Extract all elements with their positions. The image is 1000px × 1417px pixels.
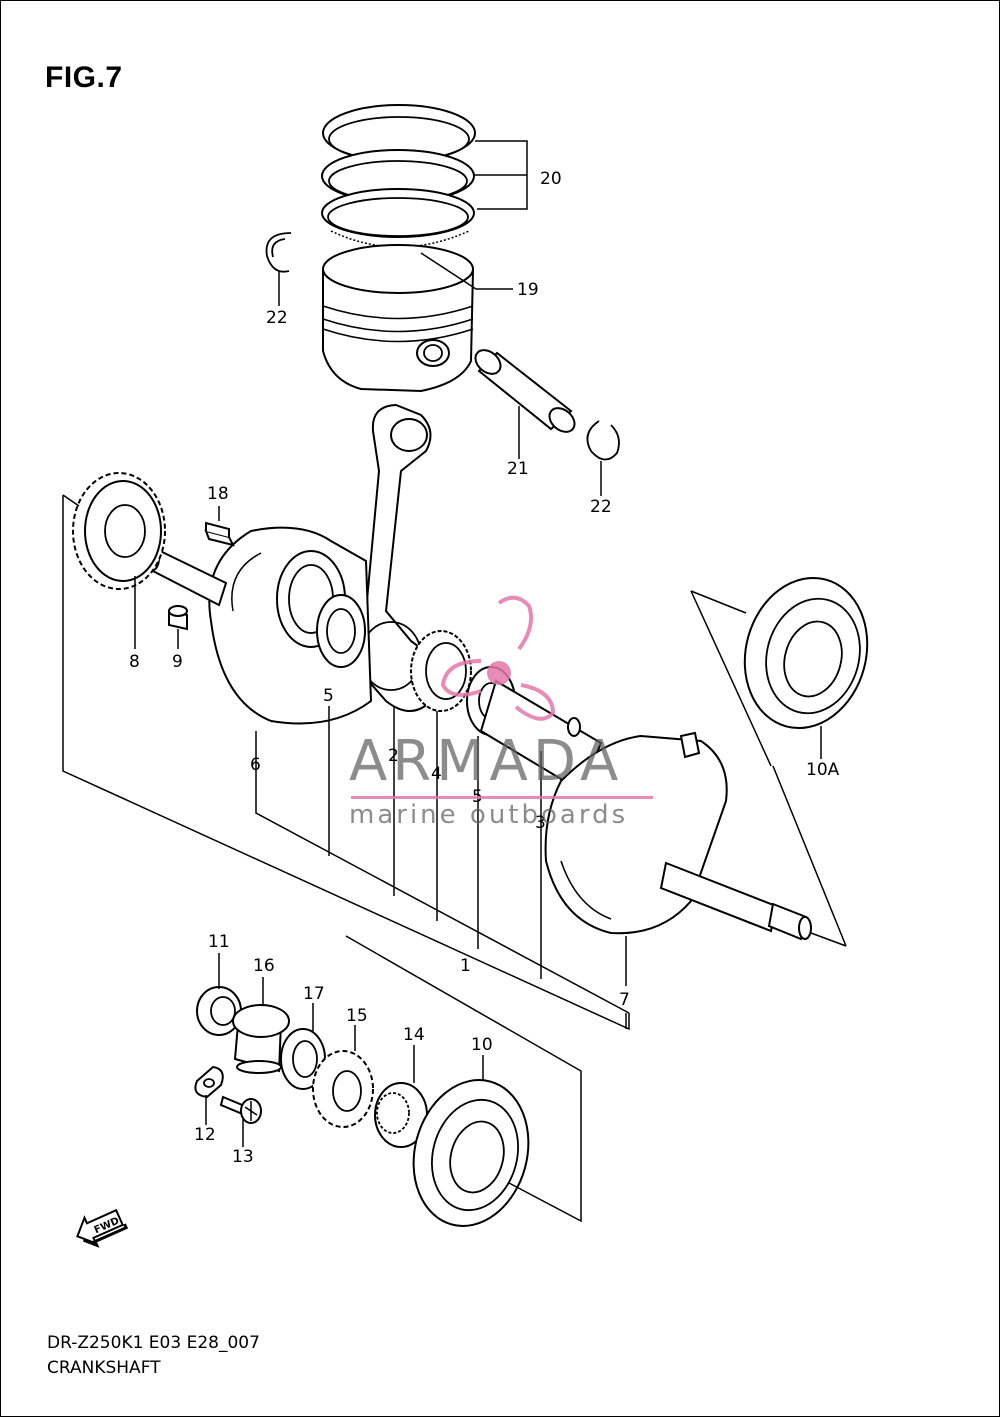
callout-19: 19 [517,280,539,300]
callout-13: 13 [232,1147,254,1167]
callout-9: 9 [172,652,183,672]
callout-10: 10 [471,1035,493,1055]
lock-washer-12[interactable] [194,1065,224,1099]
callout-6: 6 [250,755,261,775]
callout-3: 3 [535,813,546,833]
right-crankshaft-end[interactable] [659,861,812,941]
piston-pin-circlip-left[interactable] [265,232,292,273]
fwd-arrow-icon: FWD [76,1208,129,1248]
model-code: DR-Z250K1 E03 E28_007 [47,1333,260,1353]
callout-18: 18 [207,484,229,504]
callout-7: 7 [619,990,630,1010]
conrod-big-end-bearing[interactable] [410,630,472,712]
figure-title: FIG.7 [45,61,123,94]
bolt-13[interactable] [219,1095,262,1124]
piston[interactable] [322,244,475,393]
callout-21: 21 [507,459,529,479]
callout-1: 1 [460,956,471,976]
watermark-propeller-icon [440,595,556,721]
dowel-pin[interactable] [168,605,188,631]
callout-20: 20 [540,169,562,189]
crankshaft-bearing-10[interactable] [398,1067,544,1239]
callout-10a: 10A [806,760,840,780]
watermark-tagline: marine outboards [349,800,629,830]
callout-5-left: 5 [323,686,334,706]
leader-lines [62,140,847,1223]
callout-15: 15 [346,1006,368,1026]
figure-name: CRANKSHAFT [47,1358,161,1378]
crank-thrust-washer-left[interactable] [316,594,366,668]
piston-pin-circlip-right[interactable] [586,420,620,461]
callout-16: 16 [253,956,275,976]
crankshaft-key[interactable] [204,521,235,547]
callout-2: 2 [388,746,399,766]
callout-12: 12 [194,1125,216,1145]
callout-11: 11 [208,932,230,952]
callout-22-right: 22 [590,497,612,517]
piston-rings[interactable] [321,104,476,248]
callout-4: 4 [431,764,442,784]
gear-15[interactable] [312,1050,374,1128]
callout-14: 14 [403,1025,425,1045]
piston-pin[interactable] [471,345,579,436]
watermark-brand: ARMADA [349,729,624,794]
primary-drive-gear[interactable] [72,472,166,590]
spacer-16[interactable] [232,1004,290,1074]
callout-17: 17 [303,984,325,1004]
watermark-divider [351,796,653,799]
crankshaft-bearing-10a[interactable] [728,564,883,742]
callout-22-left: 22 [266,308,288,328]
callout-labels: 20 19 22 21 22 18 8 9 5 6 2 4 5 3 10A 1 … [129,169,840,1167]
callout-8: 8 [129,652,140,672]
